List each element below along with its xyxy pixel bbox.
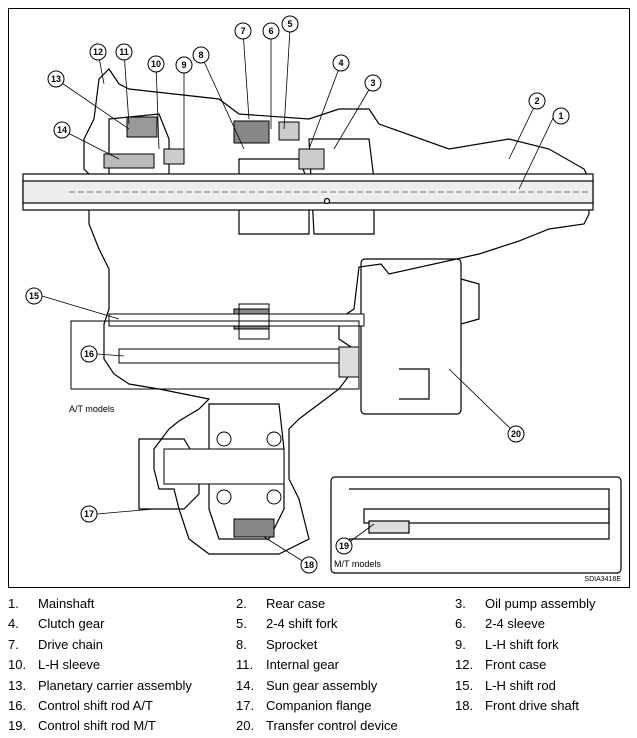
callout-10: 10 (147, 55, 165, 73)
callouts: 1 2 3 4 5 6 7 8 9 10 11 12 13 14 15 16 1… (25, 15, 570, 574)
transfer-cutaway-figure: A/T models M/T models 1 2 3 4 5 (8, 8, 630, 588)
cutaway-drawing: A/T models M/T models 1 2 3 4 5 (22, 15, 622, 583)
callout-12: 12 (89, 43, 107, 61)
leader-lines (41, 28, 555, 566)
callout-3: 3 (364, 74, 382, 92)
housing-outline (83, 68, 590, 555)
mainshaft-drawing (22, 173, 594, 211)
svg-text:13: 13 (51, 74, 61, 84)
callout-20: 20 (507, 425, 525, 443)
sprocket-drawing (103, 116, 325, 330)
callout-4: 4 (332, 54, 350, 72)
svg-text:15: 15 (29, 291, 39, 301)
at-models-box (70, 320, 360, 390)
callout-14: 14 (53, 121, 71, 139)
svg-text:18: 18 (304, 560, 314, 570)
callout-2: 2 (528, 92, 546, 110)
svg-text:16: 16 (84, 349, 94, 359)
svg-text:17: 17 (84, 509, 94, 519)
svg-text:12: 12 (93, 47, 103, 57)
callout-9: 9 (175, 56, 193, 74)
svg-text:7: 7 (240, 26, 245, 36)
callout-19: 19 (335, 537, 353, 555)
mt-inset (330, 476, 622, 574)
callout-1: 1 (552, 107, 570, 125)
figure-code: SDIA3418E (584, 576, 621, 583)
callout-15: 15 (25, 287, 43, 305)
callout-5: 5 (281, 15, 299, 33)
svg-text:2: 2 (534, 96, 539, 106)
callout-16: 16 (80, 345, 98, 363)
callout-13: 13 (47, 70, 65, 88)
front-drive-shaft-drawing (163, 431, 285, 538)
svg-text:1: 1 (558, 111, 563, 121)
svg-text:19: 19 (339, 541, 349, 551)
svg-text:10: 10 (151, 59, 161, 69)
callout-6: 6 (262, 22, 280, 40)
at-models-label: A/T models (69, 404, 115, 414)
svg-text:20: 20 (511, 429, 521, 439)
svg-text:6: 6 (268, 26, 273, 36)
svg-text:14: 14 (57, 125, 67, 135)
callout-11: 11 (115, 43, 133, 61)
callout-8: 8 (192, 46, 210, 64)
callout-18: 18 (300, 556, 318, 574)
callout-17: 17 (80, 505, 98, 523)
svg-text:9: 9 (181, 60, 186, 70)
svg-text:5: 5 (287, 19, 292, 29)
mt-models-label: M/T models (334, 559, 381, 569)
svg-text:4: 4 (338, 58, 343, 68)
svg-text:8: 8 (198, 50, 203, 60)
svg-text:11: 11 (119, 47, 129, 57)
callout-7: 7 (234, 22, 252, 40)
shift-rods-drawing (108, 303, 365, 378)
svg-text:3: 3 (370, 78, 375, 88)
